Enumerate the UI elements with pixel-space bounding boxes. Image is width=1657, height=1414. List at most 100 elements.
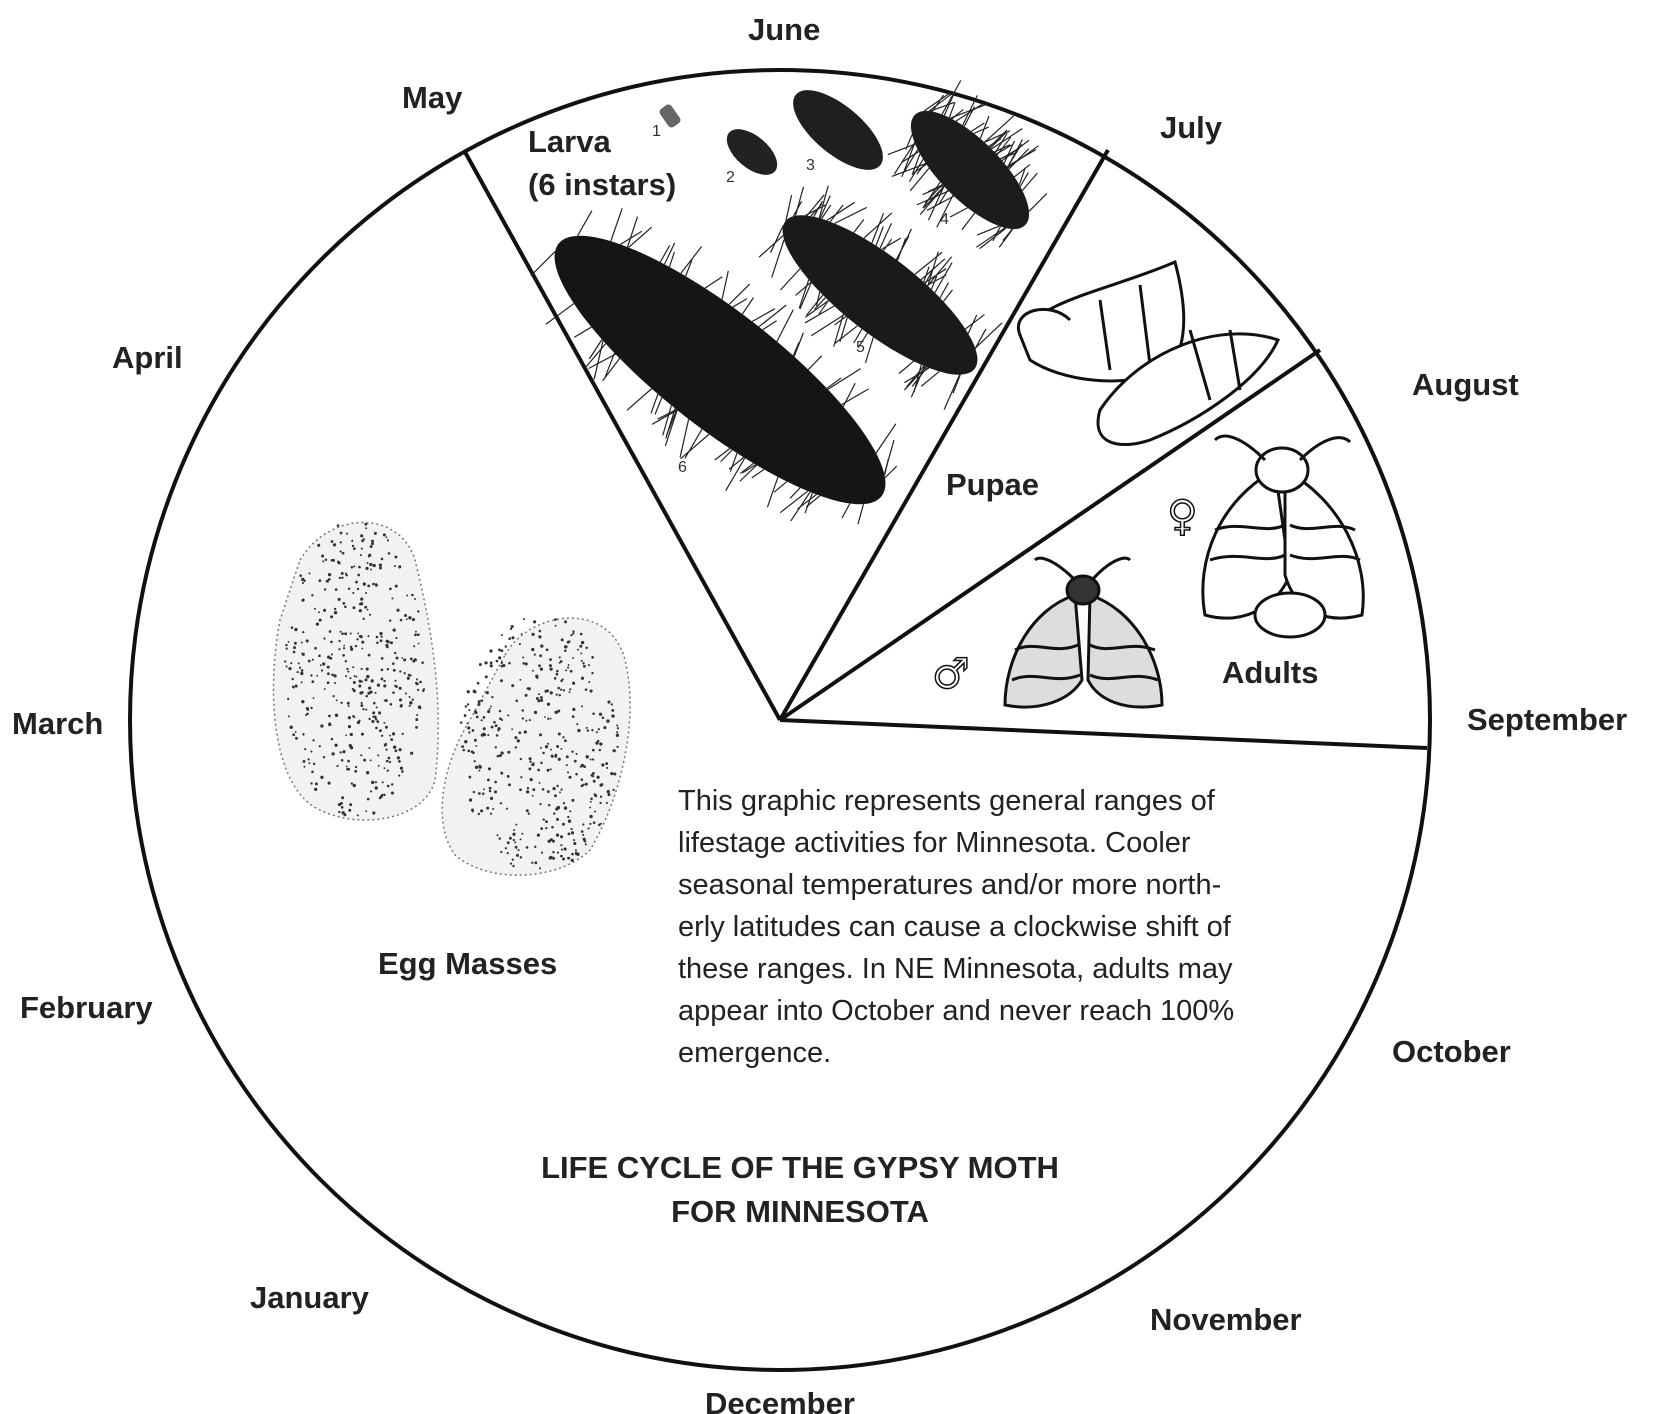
egg-stipple bbox=[528, 791, 530, 793]
egg-stipple bbox=[483, 727, 486, 730]
egg-stipple bbox=[395, 585, 398, 588]
egg-stipple bbox=[331, 559, 334, 562]
egg-stipple bbox=[557, 806, 560, 809]
adults-label: Adults bbox=[1222, 655, 1318, 690]
egg-stipple bbox=[491, 696, 493, 698]
egg-stipple bbox=[400, 767, 403, 770]
egg-stipple bbox=[290, 662, 292, 664]
egg-stipple bbox=[585, 646, 588, 649]
egg-stipple bbox=[335, 588, 338, 591]
egg-stipple bbox=[573, 839, 575, 841]
egg-stipple bbox=[364, 606, 367, 609]
egg-stipple bbox=[569, 776, 572, 779]
egg-stipple bbox=[379, 567, 382, 570]
egg-stipple bbox=[474, 760, 476, 762]
egg-stipple bbox=[592, 713, 595, 716]
egg-stipple bbox=[487, 710, 490, 713]
egg-stipple bbox=[305, 714, 307, 716]
egg-stipple bbox=[415, 631, 417, 633]
egg-stipple bbox=[596, 776, 599, 779]
egg-stipple bbox=[355, 766, 357, 768]
egg-stipple bbox=[367, 562, 369, 564]
egg-stipple bbox=[564, 620, 567, 623]
instar-6: 6 bbox=[678, 459, 687, 476]
egg-stipple bbox=[314, 788, 317, 791]
month-march: March bbox=[12, 706, 103, 741]
egg-stipple bbox=[570, 670, 573, 673]
egg-stipple bbox=[564, 739, 567, 742]
egg-stipple bbox=[601, 763, 604, 766]
egg-stipple bbox=[613, 749, 616, 752]
egg-stipple bbox=[596, 731, 598, 733]
egg-stipple bbox=[478, 700, 481, 703]
egg-stipple bbox=[518, 731, 521, 734]
egg-stipple bbox=[547, 769, 550, 772]
egg-stipple bbox=[365, 592, 367, 594]
egg-stipple bbox=[360, 534, 363, 537]
egg-stipple bbox=[357, 721, 360, 724]
egg-stipple bbox=[330, 615, 333, 618]
egg-stipple bbox=[378, 765, 380, 767]
egg-stipple bbox=[526, 846, 529, 849]
egg-stipple bbox=[590, 689, 592, 691]
egg-stipple bbox=[288, 667, 291, 670]
egg-stipple bbox=[570, 634, 572, 636]
egg-stipple bbox=[478, 703, 481, 706]
egg-stipple bbox=[387, 785, 390, 788]
egg-stipple bbox=[408, 616, 411, 619]
egg-stipple bbox=[540, 827, 543, 830]
egg-stipple bbox=[386, 760, 389, 763]
egg-stipple bbox=[357, 633, 359, 635]
egg-stipple bbox=[531, 648, 534, 651]
egg-stipple bbox=[513, 839, 515, 841]
egg-stipple bbox=[546, 690, 549, 693]
egg-stipple bbox=[550, 749, 552, 751]
egg-stipple bbox=[580, 633, 583, 636]
egg-stipple bbox=[385, 748, 387, 750]
egg-stipple bbox=[391, 597, 393, 599]
egg-stipple bbox=[317, 544, 320, 547]
egg-stipple bbox=[566, 764, 568, 766]
egg-stipple bbox=[310, 674, 312, 676]
egg-stipple bbox=[585, 688, 588, 691]
egg-stipple bbox=[497, 834, 499, 836]
egg-stipple bbox=[494, 781, 497, 784]
egg-stipple bbox=[410, 658, 413, 661]
egg-stipple bbox=[501, 665, 504, 668]
egg-stipple bbox=[376, 641, 379, 644]
egg-stipple bbox=[612, 789, 614, 791]
egg-stipple bbox=[550, 691, 553, 694]
egg-stipple bbox=[311, 680, 314, 683]
egg-stipple bbox=[362, 708, 364, 710]
egg-stipple bbox=[352, 606, 355, 609]
egg-stipple bbox=[552, 857, 555, 860]
egg-stipple bbox=[348, 588, 350, 590]
egg-stipple bbox=[391, 791, 394, 794]
egg-stipple bbox=[300, 672, 303, 675]
egg-stipple bbox=[599, 742, 602, 745]
egg-stipple bbox=[554, 755, 557, 758]
egg-stipple bbox=[490, 664, 493, 667]
egg-stipple bbox=[375, 781, 377, 783]
egg-stipple bbox=[301, 642, 303, 644]
egg-stipple bbox=[372, 716, 374, 718]
egg-stipple bbox=[531, 763, 534, 766]
egg-stipple bbox=[464, 714, 467, 717]
egg-stipple bbox=[507, 714, 509, 716]
egg-stipple bbox=[330, 641, 333, 644]
egg-stipple bbox=[564, 650, 567, 653]
egg-stipple bbox=[550, 768, 552, 770]
egg-stipple bbox=[335, 714, 338, 717]
egg-stipple bbox=[384, 744, 387, 747]
egg-stipple bbox=[474, 711, 477, 714]
egg-stipple bbox=[527, 787, 529, 789]
egg-stipple bbox=[392, 732, 395, 735]
egg-stipple bbox=[485, 675, 488, 678]
egg-stipple bbox=[358, 684, 361, 687]
egg-stipple bbox=[533, 620, 536, 623]
egg-stipple bbox=[360, 754, 362, 756]
egg-stipple bbox=[490, 706, 492, 708]
egg-stipple bbox=[375, 786, 378, 789]
egg-stipple bbox=[371, 720, 374, 723]
egg-stipple bbox=[540, 696, 543, 699]
